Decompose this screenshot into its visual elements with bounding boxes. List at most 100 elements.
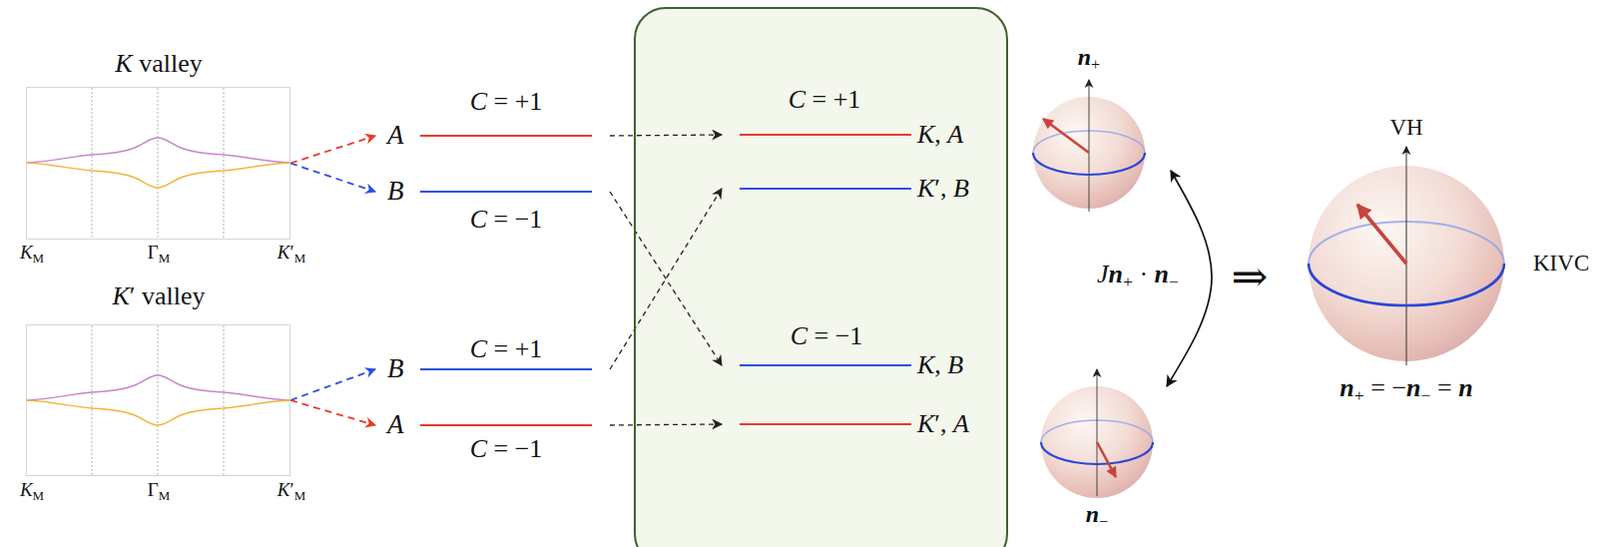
sphere-plus — [1033, 79, 1145, 212]
glyph — [941, 119, 949, 149]
glyph: − — [1168, 271, 1179, 292]
glyph: K — [19, 241, 33, 263]
glyph: C — [470, 334, 488, 364]
order-vector — [1096, 442, 1116, 478]
axis-label: K′M — [277, 241, 306, 267]
glyph: K — [917, 119, 935, 149]
glyph: , — [934, 350, 942, 380]
glyph: K — [917, 173, 935, 203]
glyph: − — [835, 321, 851, 351]
glyph: , — [934, 119, 942, 149]
glyph: M — [158, 250, 170, 266]
glyph: , — [940, 409, 948, 439]
axis — [1096, 369, 1098, 497]
glyph: − — [1421, 385, 1432, 406]
glyph: C — [788, 84, 806, 114]
glyph — [1452, 373, 1460, 403]
valley-title: K valley — [114, 48, 202, 79]
energy-level: BC = −1 — [375, 177, 610, 206]
lower-band — [26, 162, 290, 188]
band-plot-k — [26, 87, 290, 239]
mapping-arrow — [290, 135, 376, 164]
band-plot-kprime — [26, 325, 290, 477]
glyph: 1 — [529, 434, 542, 464]
glyph: B — [953, 173, 970, 203]
mapping-arrow — [609, 191, 722, 366]
grid-line — [223, 87, 225, 239]
level-line — [739, 364, 912, 367]
glyph: = — [494, 334, 510, 364]
glyph: + — [1122, 271, 1133, 292]
glyph: B — [947, 350, 964, 380]
glyph: l — [166, 281, 174, 311]
glyph — [508, 334, 516, 364]
glyph: n — [1406, 373, 1421, 403]
glyph: M — [158, 488, 170, 504]
axis-label: KM — [19, 479, 44, 505]
glyph — [1431, 373, 1439, 403]
glyph: = — [814, 321, 830, 351]
glyph: l — [173, 281, 181, 311]
level-label: K, B — [917, 350, 964, 381]
glyph: 1 — [529, 204, 542, 234]
glyph — [807, 321, 815, 351]
glyph — [941, 350, 949, 380]
chern-number: C = −1 — [790, 321, 864, 352]
pole-label: VH — [1389, 114, 1423, 141]
order-vector — [1043, 118, 1089, 153]
mapping-arrow — [290, 163, 376, 193]
glyph — [947, 409, 955, 439]
order-vector — [1357, 204, 1407, 264]
glyph: K — [277, 479, 291, 501]
grid-line — [157, 87, 159, 239]
axis — [1088, 79, 1090, 212]
glyph: a — [154, 281, 167, 311]
grid-line — [157, 325, 159, 477]
glyph: Γ — [147, 241, 159, 263]
mapping-arrow — [609, 424, 722, 426]
energy-level: AC = −1 — [375, 411, 610, 440]
band-structure-plot: K′ valleyKMΓMK′M — [25, 324, 291, 477]
glyph — [805, 84, 813, 114]
sphere-combined — [1308, 146, 1505, 366]
glyph: + — [515, 334, 531, 364]
glyph: n — [1458, 373, 1473, 403]
chern-number: C = +1 — [470, 86, 543, 117]
sublattice-label: B — [387, 353, 405, 385]
glyph: − — [515, 204, 531, 234]
glyph: = — [494, 204, 510, 234]
glyph — [487, 334, 495, 364]
glyph: = — [1370, 373, 1386, 403]
glyph — [487, 86, 495, 116]
glyph: , — [940, 173, 948, 203]
glyph: + — [515, 86, 531, 116]
sublattice-label: A — [387, 409, 405, 441]
level-line — [420, 424, 592, 427]
axis-label: KM — [19, 241, 44, 267]
glyph: K — [19, 479, 33, 501]
glyph: C — [470, 434, 488, 464]
grid-line — [223, 325, 225, 477]
glyph: M — [32, 488, 44, 504]
glyph: = — [1437, 373, 1453, 403]
mapping-arrow — [290, 400, 376, 426]
glyph: + — [1354, 385, 1365, 406]
glyph — [487, 204, 495, 234]
glyph: y — [189, 48, 203, 78]
equator-front — [1041, 442, 1153, 465]
glyph — [508, 86, 516, 116]
glyph: a — [151, 48, 164, 78]
glyph: l — [170, 48, 178, 78]
equator-label: KIVC — [1533, 250, 1590, 277]
glyph: n — [1108, 259, 1123, 289]
level-line — [739, 187, 912, 190]
bloch-sphere: n+ — [1033, 96, 1145, 209]
glyph — [826, 84, 834, 114]
level-line — [420, 190, 592, 193]
bloch-sphere: n− — [1041, 386, 1153, 499]
glyph: B — [387, 353, 405, 384]
glyph: · — [1138, 259, 1148, 289]
